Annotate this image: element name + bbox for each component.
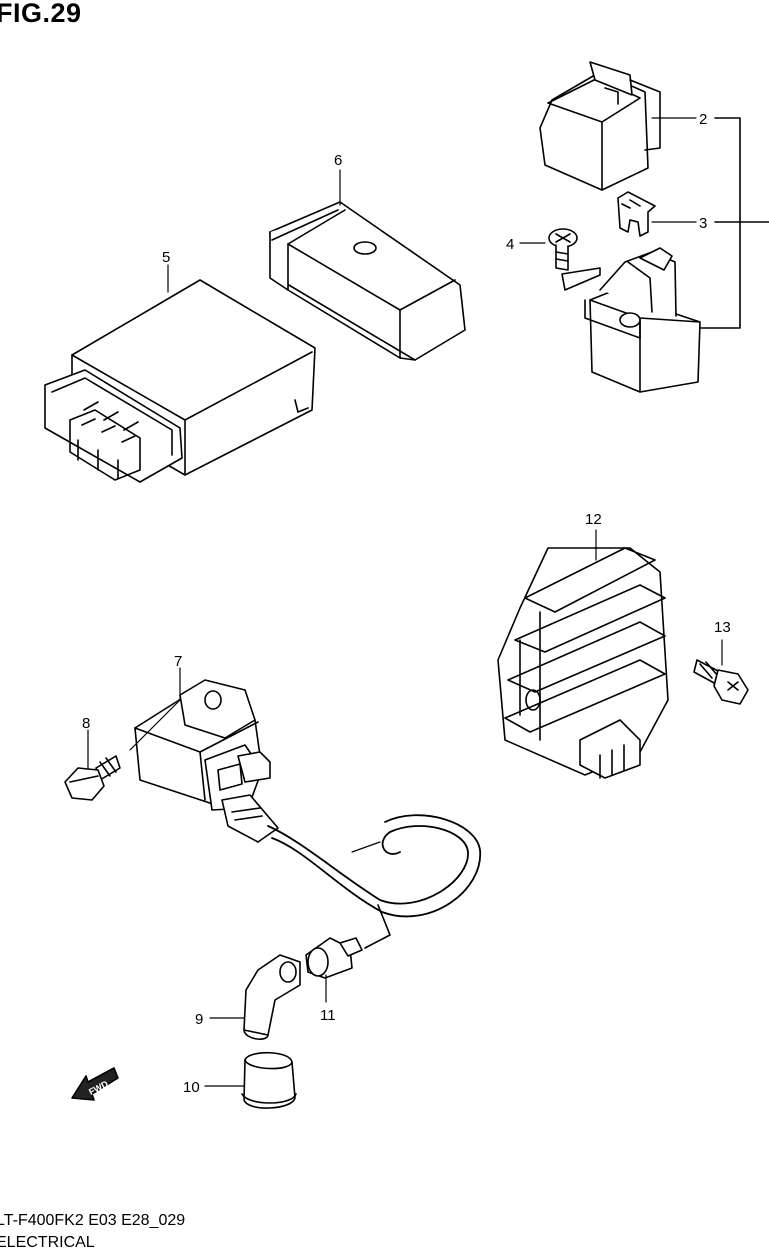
leader-lines bbox=[87, 117, 723, 1087]
figure-name: ELECTRICAL bbox=[0, 1234, 95, 1251]
callout-11: 11 bbox=[320, 1007, 336, 1024]
part-6-cover[interactable] bbox=[269, 201, 466, 361]
callout-2: 2 bbox=[699, 111, 707, 128]
part-5-cdi-unit[interactable] bbox=[44, 279, 316, 483]
callout-6: 6 bbox=[334, 152, 342, 169]
part-12-regulator-rectifier[interactable] bbox=[497, 547, 669, 779]
fwd-arrow bbox=[71, 1067, 119, 1101]
callout-12: 12 bbox=[585, 511, 602, 528]
part-8-bolt[interactable] bbox=[64, 755, 121, 801]
ht-lead-inner bbox=[271, 814, 481, 918]
starter-relay[interactable] bbox=[561, 247, 701, 393]
callout-9: 9 bbox=[195, 1011, 203, 1028]
ht-lead-outer bbox=[267, 825, 469, 905]
figure-code: LT-F400FK2 E03 E28_029 bbox=[0, 1212, 186, 1229]
callout-13: 13 bbox=[714, 619, 731, 636]
part-9-plug-cap[interactable] bbox=[243, 954, 301, 1040]
callout-4: 4 bbox=[506, 236, 514, 253]
part-7-ignition-coil[interactable] bbox=[134, 679, 279, 843]
callout-10: 10 bbox=[183, 1079, 200, 1096]
callout-5: 5 bbox=[162, 249, 170, 266]
part-13-bolt[interactable] bbox=[693, 659, 749, 705]
part-3-fuse[interactable] bbox=[617, 191, 656, 237]
part-2-relay-cover[interactable] bbox=[539, 61, 661, 191]
part-10-cap-cover[interactable] bbox=[241, 1051, 297, 1109]
part-4-screw[interactable] bbox=[548, 228, 578, 271]
callout-8: 8 bbox=[82, 715, 90, 732]
callout-3: 3 bbox=[699, 215, 707, 232]
figure-title: FIG.29 bbox=[0, 0, 82, 28]
callout-7: 7 bbox=[174, 653, 182, 670]
part-11-spark-plug-joint[interactable] bbox=[305, 937, 363, 979]
